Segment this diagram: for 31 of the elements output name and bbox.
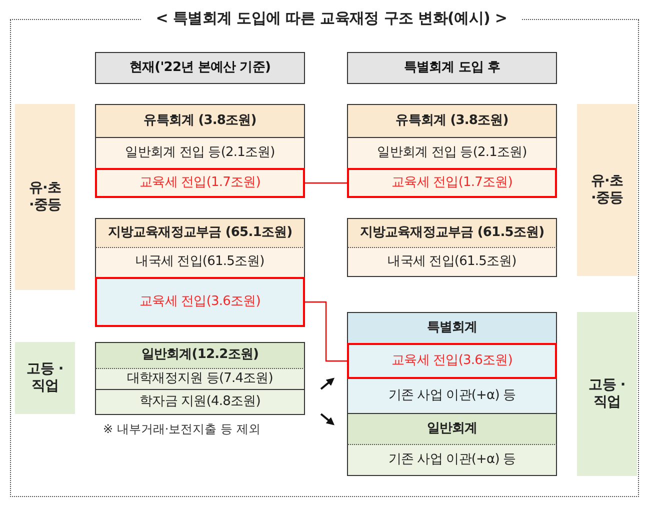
account-row: 기존 사업 이관(+α) 등 [347,379,557,414]
account-header: 지방교육재정교부금 (65.1조원) [95,218,305,248]
account-row: 내국세 전입(61.5조원) [347,248,557,277]
footnote: ※ 내부거래·보전지출 등 제외 [103,421,260,438]
highlighted-row: 교육세 전입(3.6조원) [95,277,305,327]
category-band: 고등 ·직업 [15,342,75,414]
account-row: 내국세 전입(61.5조원) [95,248,305,277]
account-header: 지방교육재정교부금 (61.5조원) [347,218,557,248]
column-header: 현재('22년 본예산 기준) [95,52,305,84]
highlighted-row: 교육세 전입(1.7조원) [347,168,557,198]
account-header: 유특회계 (3.8조원) [95,104,305,138]
arrow [320,378,335,390]
account-header: 일반회계(12.2조원) [95,342,305,369]
account-header: 일반회계 [347,414,557,445]
category-band: 유·초 ·중등 [15,104,75,290]
account-header: 유특회계 (3.8조원) [347,104,557,138]
arrow [320,413,335,426]
highlighted-row: 교육세 전입(3.6조원) [347,343,557,379]
highlighted-row: 교육세 전입(1.7조원) [95,168,305,198]
category-band: 유·초 ·중등 [577,104,637,276]
category-band: 고등 ·직업 [577,312,637,476]
account-row: 일반회계 전입 등(2.1조원) [95,138,305,168]
account-row: 대학재정지원 등(7.4조원) [95,369,305,390]
connector-line [305,182,347,184]
account-row: 일반회계 전입 등(2.1조원) [347,138,557,168]
diagram-title: < 특별회계 도입에 따른 교육재정 구조 변화(예시) > [142,9,522,27]
connector-line [305,301,347,362]
column-header: 특별회계 도입 후 [347,52,557,84]
account-row: 기존 사업 이관(+α) 등 [347,445,557,476]
account-row: 학자금 지원(4.8조원) [95,390,305,415]
account-header: 특별회계 [347,312,557,343]
